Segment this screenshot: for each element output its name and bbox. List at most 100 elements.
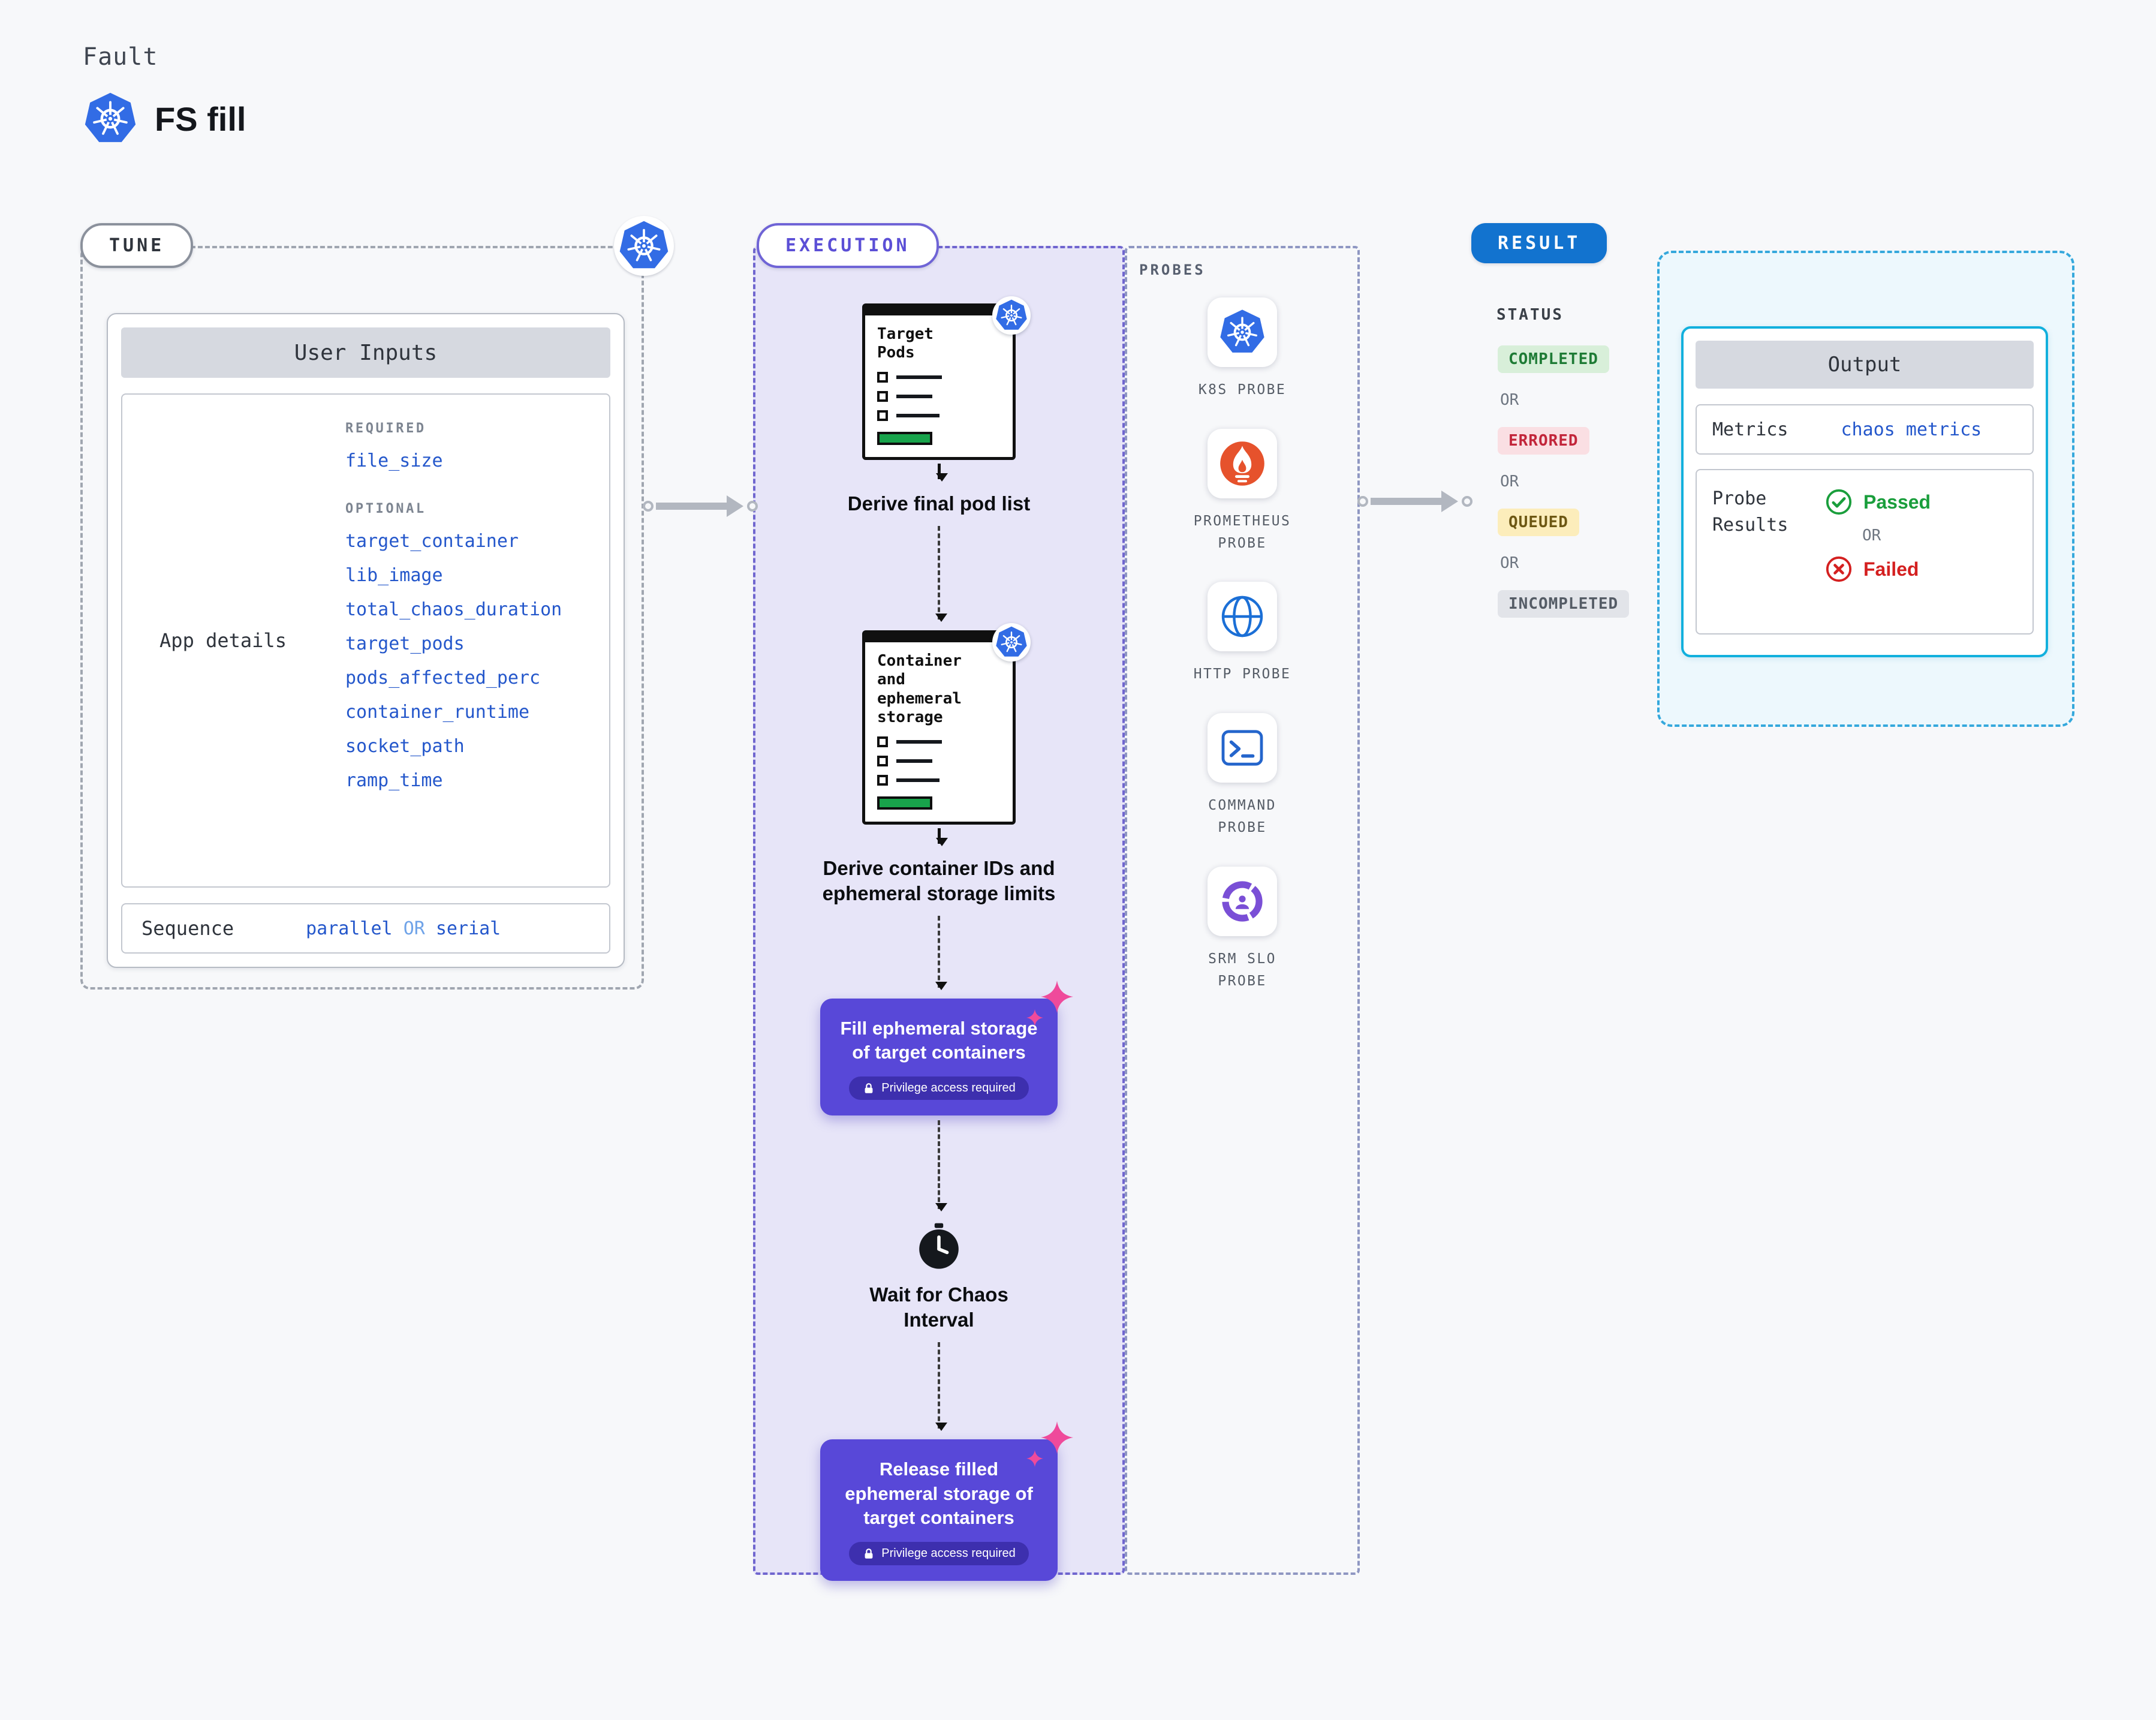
or-label: OR	[1862, 527, 1881, 545]
app-details-label: App details	[159, 629, 287, 652]
status-badge-incompleted: INCOMPLETED	[1498, 590, 1630, 618]
probes-to-result-arrow	[1357, 491, 1473, 512]
probes-section	[1125, 246, 1360, 1575]
execution-section-label: EXECUTION	[757, 223, 939, 268]
param-ramp-time: ramp_time	[345, 770, 443, 791]
status-label: STATUS	[1496, 306, 1564, 324]
step-caption-derive-pod-list: Derive final pod list	[847, 492, 1031, 515]
srm-slo-probe-icon	[1208, 866, 1277, 936]
required-section-label: REQUIRED	[345, 421, 426, 436]
probe-label: PROMETHEUS PROBE	[1193, 513, 1291, 551]
flow-connector	[935, 915, 947, 990]
fault-title-row: FS fill	[83, 91, 246, 146]
user-inputs-panel: User Inputs App details REQUIRED file_si…	[107, 313, 625, 968]
flow-connector	[936, 464, 946, 482]
output-title: Output	[1696, 341, 2034, 389]
parameters-list: REQUIRED file_size OPTIONAL target_conta…	[324, 395, 609, 886]
probe-item-command: COMMAND PROBE	[1187, 713, 1297, 839]
kubernetes-icon	[614, 216, 674, 276]
arrow-head	[727, 495, 743, 517]
x-circle-icon	[1825, 555, 1853, 583]
probe-label: COMMAND PROBE	[1208, 798, 1276, 835]
arrow-shaft	[656, 503, 727, 510]
execution-flow: Target Pods Derive final pod list Contai…	[753, 246, 1125, 1581]
command-probe-icon	[1208, 713, 1277, 783]
fill-storage-step: Fill ephemeral storage of target contain…	[820, 999, 1058, 1116]
param-pods-affected-perc: pods_affected_perc	[345, 667, 541, 688]
privilege-badge-label: Privilege access required	[881, 1081, 1016, 1095]
doc-checklist	[877, 736, 1001, 786]
flow-connector	[935, 526, 947, 623]
progress-bar	[877, 796, 932, 810]
kubernetes-badge-icon	[992, 623, 1031, 662]
probe-item-k8s: K8S PROBE	[1187, 297, 1297, 401]
sequence-label: Sequence	[141, 917, 234, 940]
status-badge-completed: COMPLETED	[1498, 345, 1609, 373]
sequence-option-parallel: parallel	[306, 918, 393, 939]
status-column: COMPLETED OR ERRORED OR QUEUED OR INCOMP…	[1498, 345, 1630, 618]
passed-row: Passed	[1825, 488, 1931, 516]
sequence-or: OR	[403, 918, 425, 939]
probe-item-http: HTTP PROBE	[1187, 582, 1297, 685]
k8s-probe-icon	[1208, 297, 1277, 367]
page-title: FS fill	[155, 100, 246, 138]
sparkle-icon	[1023, 981, 1073, 1026]
passed-label: Passed	[1863, 491, 1931, 513]
arrow-start-dot	[1357, 496, 1368, 507]
probe-results-row: Probe Results Passed OR Failed	[1696, 469, 2034, 635]
privilege-badge-label: Privilege access required	[881, 1547, 1016, 1560]
param-total-chaos-duration: total_chaos_duration	[345, 599, 562, 620]
failed-row: Failed	[1825, 555, 1931, 583]
sequence-row: Sequence parallel OR serial	[121, 903, 610, 954]
result-section-label: RESULT	[1471, 223, 1607, 263]
probe-results-values: Passed OR Failed	[1825, 486, 1931, 618]
or-label: OR	[1500, 391, 1519, 409]
target-pods-doc-icon: Target Pods	[862, 296, 1031, 461]
lock-icon	[862, 1547, 875, 1560]
arrow-end-dot	[747, 501, 758, 512]
probes-list: K8S PROBE PROMETHEUS PROBE HTTP PROBE CO…	[1125, 297, 1360, 992]
metrics-row: Metrics chaos metrics	[1696, 404, 2034, 455]
param-lib-image: lib_image	[345, 565, 443, 586]
or-label: OR	[1500, 554, 1519, 572]
sparkle-icon	[1023, 1421, 1073, 1467]
http-probe-icon	[1208, 582, 1277, 652]
arrow-start-dot	[643, 501, 654, 512]
arrow-shaft	[1371, 498, 1441, 505]
release-storage-step: Release filled ephemeral storage of targ…	[820, 1439, 1058, 1581]
probe-label: K8S PROBE	[1198, 382, 1287, 398]
container-storage-doc-icon: Container and ephemeral storage	[862, 623, 1031, 825]
probes-section-label: PROBES	[1139, 261, 1206, 278]
clock-icon	[915, 1222, 963, 1270]
kubernetes-icon	[83, 91, 138, 146]
progress-bar	[877, 432, 932, 446]
metrics-value: chaos metrics	[1841, 419, 1982, 440]
fault-category-label: Fault	[83, 43, 158, 71]
doc-title: Container and ephemeral storage	[877, 652, 962, 726]
lock-icon	[862, 1082, 875, 1095]
optional-section-label: OPTIONAL	[345, 501, 426, 516]
probe-label: HTTP PROBE	[1193, 666, 1291, 682]
param-container-runtime: container_runtime	[345, 702, 530, 723]
privilege-badge: Privilege access required	[849, 1076, 1029, 1100]
doc-title: Target Pods	[877, 325, 934, 362]
failed-label: Failed	[1863, 558, 1919, 580]
tune-section	[80, 246, 644, 990]
fill-storage-label: Fill ephemeral storage of target contain…	[840, 1017, 1038, 1063]
release-storage-label: Release filled ephemeral storage of targ…	[845, 1459, 1033, 1528]
probe-results-label: Probe Results	[1712, 488, 1788, 536]
check-circle-icon	[1825, 488, 1853, 516]
arrow-head	[1441, 491, 1458, 512]
probe-label: SRM SLO PROBE	[1208, 951, 1276, 989]
status-badge-queued: QUEUED	[1498, 509, 1579, 536]
tune-section-label: TUNE	[80, 223, 194, 268]
tune-to-execution-arrow	[643, 495, 758, 517]
or-label: OR	[1500, 473, 1519, 491]
flow-connector	[935, 1342, 947, 1432]
user-inputs-title: User Inputs	[121, 327, 610, 378]
probe-item-srm-slo: SRM SLO PROBE	[1187, 866, 1297, 993]
probe-item-prometheus: PROMETHEUS PROBE	[1187, 428, 1297, 555]
step-caption-wait-interval: Wait for Chaos Interval	[869, 1283, 1008, 1331]
flow-connector	[936, 828, 946, 847]
